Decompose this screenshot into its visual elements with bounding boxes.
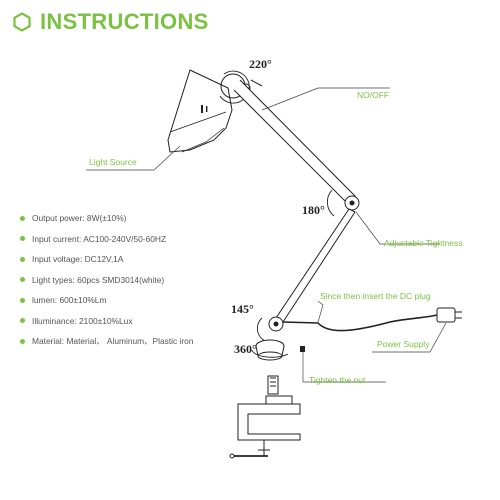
- insert-dc-plug-label: Since then insert the DC plug: [320, 291, 431, 301]
- angle-label-lower: 145°: [231, 302, 254, 316]
- spec-text: lumen: 600±10%Lm: [32, 295, 107, 306]
- no-off-label: NO/OFF: [357, 90, 390, 100]
- spec-item: lumen: 600±10%Lm: [20, 290, 240, 311]
- spec-text: Light types: 60pcs SMD3014(white): [32, 274, 165, 285]
- angle-label-top: 220°: [249, 57, 272, 71]
- angle-label-base: 360°: [234, 342, 257, 356]
- angle-label-middle: 180°: [302, 203, 325, 217]
- spec-text: Input current: AC100-240V/50-60HZ: [32, 233, 167, 244]
- spec-item: Input voltage: DC12V,1A: [20, 249, 240, 270]
- adjustable-tightness-label: Adjustable Tightness: [384, 238, 463, 248]
- bullet-icon: [20, 318, 25, 324]
- header: INSTRUCTIONS: [12, 8, 209, 36]
- power-cable: [282, 307, 462, 332]
- spec-item: Material: Material、 Aluminum、Plastic iro…: [20, 331, 240, 352]
- bullet-icon: [20, 277, 25, 283]
- nut: [300, 346, 305, 352]
- lower-arm: [275, 208, 356, 323]
- spec-text: Output power: 8W(±10%): [32, 213, 127, 224]
- spec-text: Material: Material、 Aluminum、Plastic iro…: [32, 336, 194, 347]
- bullet-icon: [20, 297, 25, 303]
- spec-item: Illuminance: 2100±10%Lux: [20, 311, 240, 332]
- spec-item: Input current: AC100-240V/50-60HZ: [20, 229, 240, 250]
- spec-item: Light types: 60pcs SMD3014(white): [20, 270, 240, 291]
- power-supply-label: Power Supply: [377, 339, 430, 349]
- bullet-icon: [20, 256, 25, 262]
- light-source-label: Light Source: [89, 157, 137, 167]
- spec-text: Illuminance: 2100±10%Lux: [32, 315, 133, 326]
- desk-clamp: [229, 375, 301, 459]
- spec-list: Output power: 8W(±10%) Input current: AC…: [20, 208, 240, 352]
- upper-arm: [233, 79, 356, 204]
- bullet-icon: [20, 338, 25, 344]
- lamp-shade: [167, 69, 233, 153]
- spec-item: Output power: 8W(±10%): [20, 208, 240, 229]
- bullet-icon: [20, 236, 25, 242]
- hexagon-icon: [13, 12, 31, 32]
- leader-lines: [86, 87, 447, 383]
- bullet-icon: [20, 215, 25, 221]
- page-title: INSTRUCTIONS: [40, 9, 209, 34]
- tighten-nut-label: Tighten the nut: [309, 375, 366, 385]
- spec-text: Input voltage: DC12V,1A: [32, 254, 124, 265]
